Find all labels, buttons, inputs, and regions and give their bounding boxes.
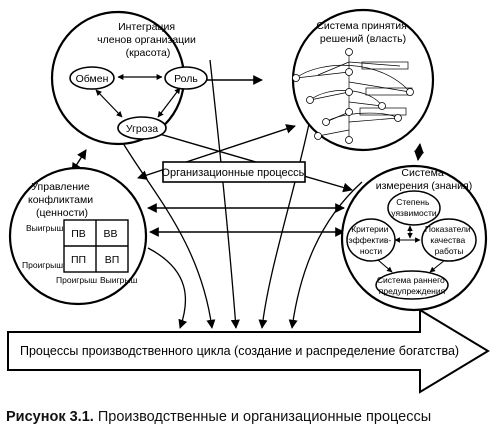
production-cycle-arrow: Процессы производственного цикла (создан…: [7, 308, 490, 394]
svg-text:Интеграция членов органи: Интеграция членов организации (красота): [97, 21, 199, 59]
cell-pp: ПП: [71, 254, 86, 266]
measurement-arrows: [377, 225, 446, 273]
svg-text:Система раннего предупре: Система раннего предупреждения: [377, 275, 447, 296]
conflict-circle: Управление конфликтами (ценности) ПВ ВВ …: [8, 166, 148, 306]
decision-network-nodes: [292, 48, 414, 144]
col-label-loss: Проигрыш: [56, 275, 97, 285]
node-exchange: Обмен: [76, 73, 109, 85]
svg-text:Система принятия решений: Система принятия решений (власть): [316, 20, 409, 45]
integration-circle: Интеграция членов организации (красота) …: [50, 10, 208, 146]
node-role: Роль: [174, 73, 198, 85]
payoff-matrix: [63, 219, 129, 273]
svg-text:Степень уязвимости: Степень уязвимости: [391, 197, 437, 218]
cell-vp: ВП: [105, 254, 120, 266]
row-label-loss: Проигрыш: [22, 260, 63, 270]
svg-text:Показатели качества: Показатели качества работы: [425, 224, 473, 256]
svg-text:Критерии эффектив-: Критерии эффектив- ности: [348, 224, 393, 256]
cell-pv: ПВ: [71, 228, 86, 240]
cell-vv: ВВ: [104, 228, 118, 240]
svg-text:ПВ ВВ ПП ВП: ПВ ВВ ПП ВП: [71, 228, 120, 266]
figure-title: Производственные и организационные проце…: [97, 409, 432, 425]
node-threat: Угроза: [126, 123, 158, 135]
organizational-processes-label: Организационные процессы: [161, 167, 306, 179]
svg-text:Система измерения (знани: Система измерения (знания): [376, 167, 472, 192]
svg-text:Выигрыш Проигрыш П: Выигрыш Проигрыш Проигрыш Выигрыш: [22, 223, 137, 285]
decision-circle: Система принятия решений (власть): [291, 8, 435, 152]
figure-number: Рисунок 3.1.: [6, 409, 94, 425]
figure-caption: Рисунок 3.1. Производственные и организа…: [6, 409, 496, 425]
decision-network: [295, 52, 413, 140]
flow-arrows-to-production: [119, 59, 363, 329]
production-cycle-label: Процессы производственного цикла (создан…: [20, 344, 459, 358]
col-label-win: Выигрыш: [100, 275, 137, 285]
svg-text:Управление конфликтами: Управление конфликтами (ценности): [28, 181, 96, 219]
integration-node-arrows: [95, 74, 181, 118]
measurement-circle: Система измерения (знания) Степень уязви…: [340, 164, 488, 312]
row-label-win: Выигрыш: [26, 223, 63, 233]
organizational-processes-box: Организационные процессы: [161, 161, 307, 183]
